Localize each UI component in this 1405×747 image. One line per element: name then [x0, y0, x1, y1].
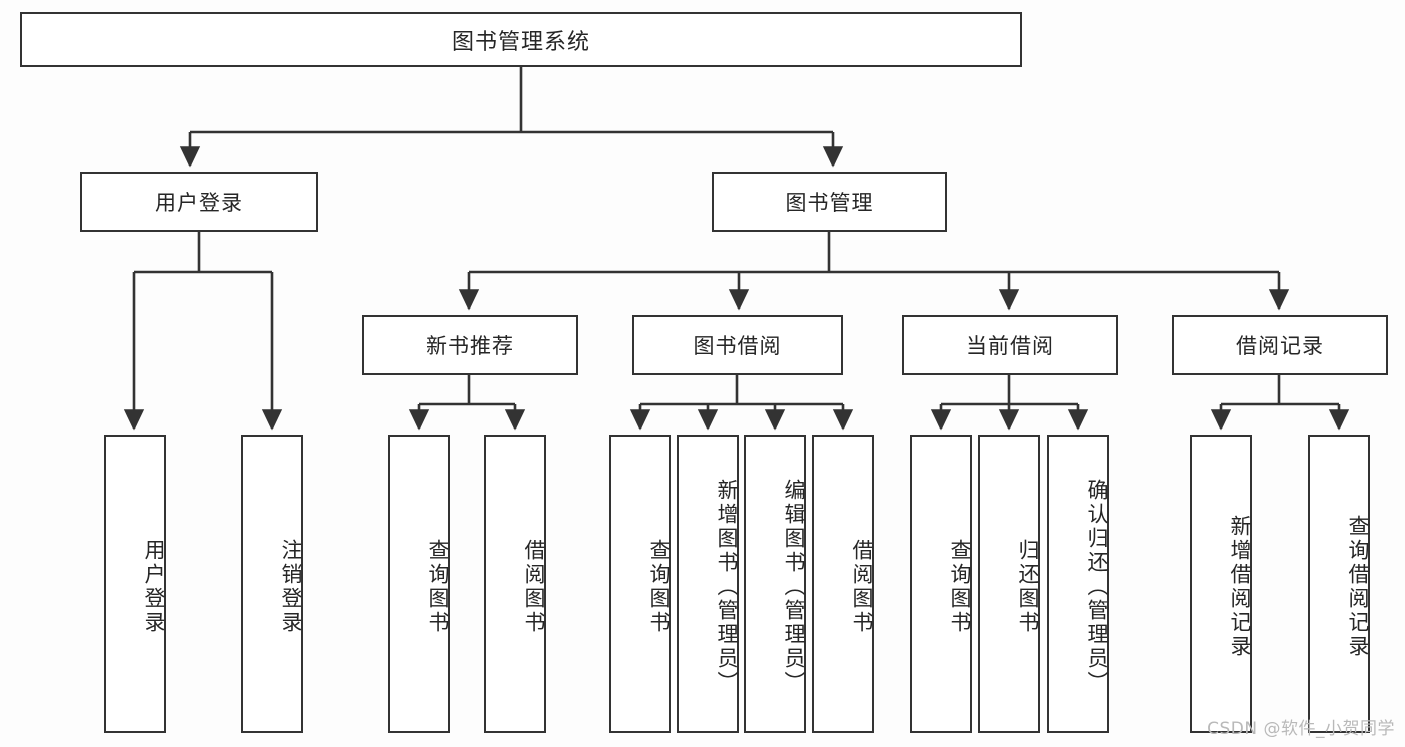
node-new-book-recommend[interactable]: 新书推荐 [362, 315, 578, 375]
leaf-edit-book-admin[interactable]: 编辑图书（管理员） [744, 435, 806, 733]
leaf-logout[interactable]: 注销登录 [241, 435, 303, 733]
leaf-query-book-borrow[interactable]: 查询图书 [609, 435, 671, 733]
leaf-query-book-current[interactable]: 查询图书 [910, 435, 972, 733]
node-book-management[interactable]: 图书管理 [712, 172, 947, 232]
leaf-borrow-book-recommend[interactable]: 借阅图书 [484, 435, 546, 733]
node-root-system[interactable]: 图书管理系统 [20, 12, 1022, 67]
leaf-query-borrow-record[interactable]: 查询借阅记录 [1308, 435, 1370, 733]
node-borrow-record[interactable]: 借阅记录 [1172, 315, 1388, 375]
leaf-confirm-return-admin[interactable]: 确认归还（管理员） [1047, 435, 1109, 733]
leaf-return-book[interactable]: 归还图书 [978, 435, 1040, 733]
leaf-user-login[interactable]: 用户登录 [104, 435, 166, 733]
node-current-borrow[interactable]: 当前借阅 [902, 315, 1118, 375]
leaf-add-book-admin[interactable]: 新增图书（管理员） [677, 435, 739, 733]
node-book-borrow[interactable]: 图书借阅 [632, 315, 843, 375]
leaf-borrow-book[interactable]: 借阅图书 [812, 435, 874, 733]
leaf-add-borrow-record[interactable]: 新增借阅记录 [1190, 435, 1252, 733]
watermark-text: CSDN @软件_小贺同学 [1207, 719, 1395, 739]
leaf-query-book-recommend[interactable]: 查询图书 [388, 435, 450, 733]
node-user-login[interactable]: 用户登录 [80, 172, 318, 232]
